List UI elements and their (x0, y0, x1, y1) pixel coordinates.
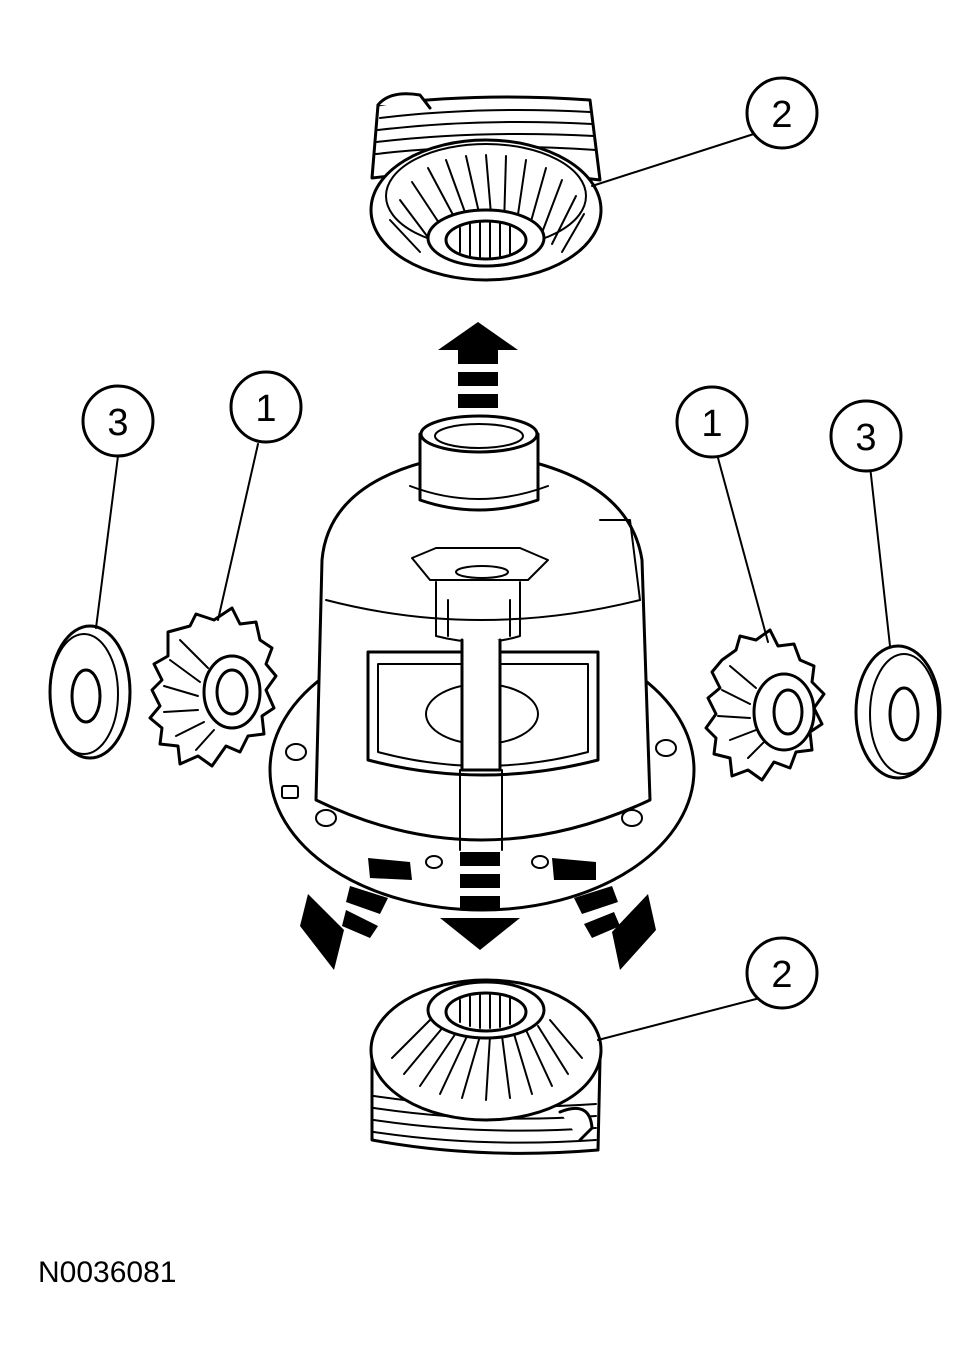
svg-text:1: 1 (255, 388, 276, 430)
arrow-down-left (300, 858, 412, 970)
arrow-up-top-gear (438, 322, 518, 426)
side-gear-top (369, 92, 603, 282)
figure-id: N0036081 (38, 1256, 176, 1289)
callout-right-inner: 1 (675, 385, 749, 459)
arrow-down-bottom-gear (440, 852, 520, 950)
svg-text:3: 3 (107, 402, 128, 444)
leader-lines (95, 131, 891, 1041)
callout-left-inner: 1 (229, 370, 303, 444)
svg-text:2: 2 (771, 954, 792, 996)
pinion-gear-right (704, 628, 826, 782)
thrust-washer-left (48, 624, 132, 760)
side-gear-bottom (369, 978, 603, 1155)
svg-text:2: 2 (771, 94, 792, 136)
svg-text:1: 1 (701, 403, 722, 445)
callout-top-right: 2 (745, 76, 819, 150)
differential-case (268, 414, 696, 912)
thrust-washer-right (854, 644, 942, 780)
arrow-down-right (552, 858, 656, 970)
callout-left-outer: 3 (81, 384, 155, 458)
svg-text:3: 3 (855, 417, 876, 459)
callout-right-outer: 3 (829, 399, 903, 473)
pinion-gear-left (148, 606, 278, 768)
callout-bottom-right: 2 (745, 936, 819, 1010)
